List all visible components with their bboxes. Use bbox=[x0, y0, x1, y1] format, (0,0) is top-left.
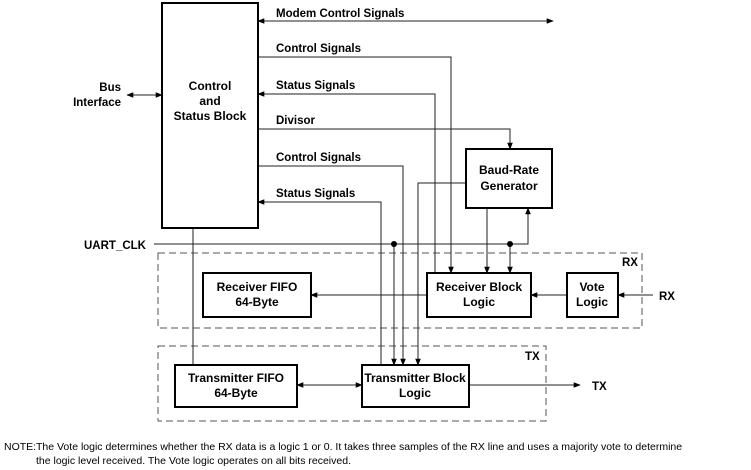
receiver-block-line-1: Receiver Block bbox=[436, 280, 522, 294]
baud-rate-line-2: Generator bbox=[480, 179, 538, 193]
transmitter-fifo-line-2: 64-Byte bbox=[214, 386, 258, 400]
baud-rate-line-1: Baud-Rate bbox=[479, 163, 539, 177]
control-status-line-3: Status Block bbox=[174, 109, 247, 123]
status-signals-2-label: Status Signals bbox=[276, 188, 355, 200]
status-signals-1-label: Status Signals bbox=[276, 80, 355, 92]
transmitter-fifo-block: Transmitter FIFO 64-Byte bbox=[174, 364, 298, 408]
receiver-fifo-block: Receiver FIFO 64-Byte bbox=[202, 272, 312, 318]
tx-output-label: TX bbox=[592, 381, 607, 393]
note-line-2: the logic level received. The Vote logic… bbox=[36, 455, 351, 467]
uart-clk-junction-rx bbox=[507, 241, 513, 247]
rx-group-boundary bbox=[157, 252, 643, 329]
baud-to-tx-wire bbox=[415, 182, 466, 366]
transmitter-fifo-line-1: Transmitter FIFO bbox=[188, 371, 284, 385]
uart-clk-junction-tx bbox=[391, 241, 397, 247]
diagram-note: NOTE:The Vote logic determines whether t… bbox=[4, 440, 749, 468]
control-status-block: Control and Status Block bbox=[161, 2, 259, 229]
control-signals-tx-wire bbox=[258, 165, 406, 366]
bus-interface-label-1: Bus bbox=[99, 82, 121, 94]
baud-rate-generator-block: Baud-Rate Generator bbox=[465, 148, 553, 209]
control-signals-1-label: Control Signals bbox=[276, 43, 361, 55]
control-status-line-1: Control bbox=[189, 79, 232, 93]
control-status-line-2: and bbox=[199, 94, 220, 108]
status-signals-tx-wire bbox=[257, 199, 382, 365]
tx-group-label: TX bbox=[525, 351, 540, 363]
rx-input-label: RX bbox=[659, 291, 675, 303]
vote-logic-line-1: Vote bbox=[579, 280, 604, 294]
transmitter-block-line-1: Transmitter Block bbox=[364, 371, 466, 385]
uart-clk-label: UART_CLK bbox=[84, 240, 147, 252]
note-heading: NOTE: bbox=[4, 441, 37, 453]
status-signals-rx-wire bbox=[257, 91, 436, 273]
modem-control-label: Modem Control Signals bbox=[276, 8, 404, 20]
transmitter-block-line-2: Logic bbox=[399, 386, 431, 400]
divisor-label: Divisor bbox=[276, 115, 316, 127]
transmitter-block-logic: Transmitter Block Logic bbox=[361, 364, 470, 408]
note-line-1: The Vote logic determines whether the RX… bbox=[36, 441, 683, 453]
tx-group-boundary bbox=[157, 345, 547, 422]
control-signals-2-label: Control Signals bbox=[276, 152, 361, 164]
vote-logic-line-2: Logic bbox=[576, 295, 608, 309]
rx-group-label: RX bbox=[622, 257, 638, 269]
receiver-fifo-line-2: 64-Byte bbox=[235, 295, 279, 309]
receiver-block-logic: Receiver Block Logic bbox=[426, 272, 532, 318]
receiver-block-line-2: Logic bbox=[463, 295, 495, 309]
uart-clk-wire bbox=[154, 207, 531, 245]
receiver-fifo-line-1: Receiver FIFO bbox=[217, 280, 298, 294]
vote-logic-block: Vote Logic bbox=[566, 272, 619, 318]
control-signals-rx-wire bbox=[258, 56, 454, 274]
bus-interface-label-2: Interface bbox=[73, 97, 121, 109]
divisor-wire bbox=[258, 128, 513, 150]
